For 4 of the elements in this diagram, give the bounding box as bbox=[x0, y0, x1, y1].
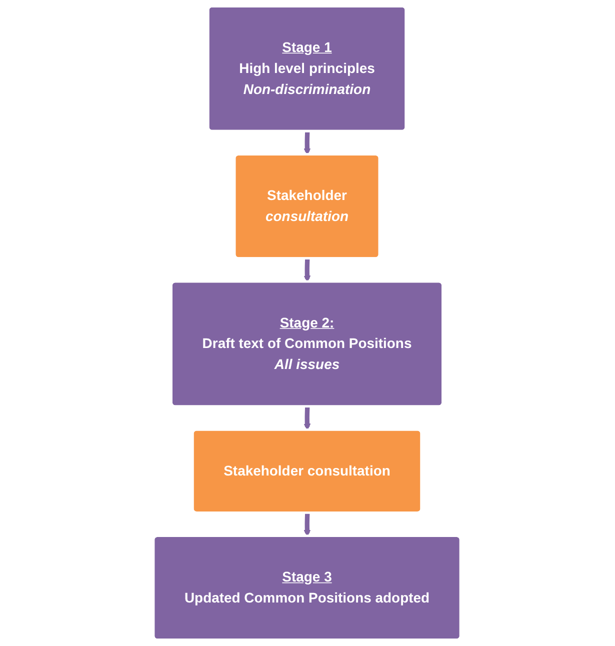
arrow bbox=[304, 406, 312, 430]
arrow bbox=[304, 258, 312, 282]
arrow bbox=[304, 131, 312, 156]
arrow bbox=[304, 512, 312, 537]
